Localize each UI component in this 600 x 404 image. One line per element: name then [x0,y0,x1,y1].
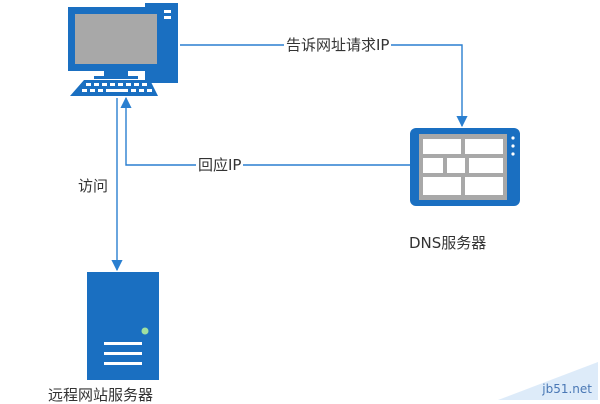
visit-label: 访问 [78,177,109,195]
web-server-icon [87,272,159,380]
watermark-shape [498,362,598,400]
dns-server-icon [410,128,520,206]
request-arrow [180,44,468,128]
reply-arrow [120,96,410,166]
watermark-text: jb51.net [542,382,592,396]
web-server-label: 远程网站服务器 [48,386,154,404]
dns-server-label: DNS服务器 [409,234,487,252]
watermark: jb51.net [478,362,598,400]
request-ip-label: 告诉网址请求IP [284,36,392,54]
connection-lines [111,44,468,272]
computer-icon [68,3,178,96]
reply-ip-label: 回应IP [196,156,244,174]
